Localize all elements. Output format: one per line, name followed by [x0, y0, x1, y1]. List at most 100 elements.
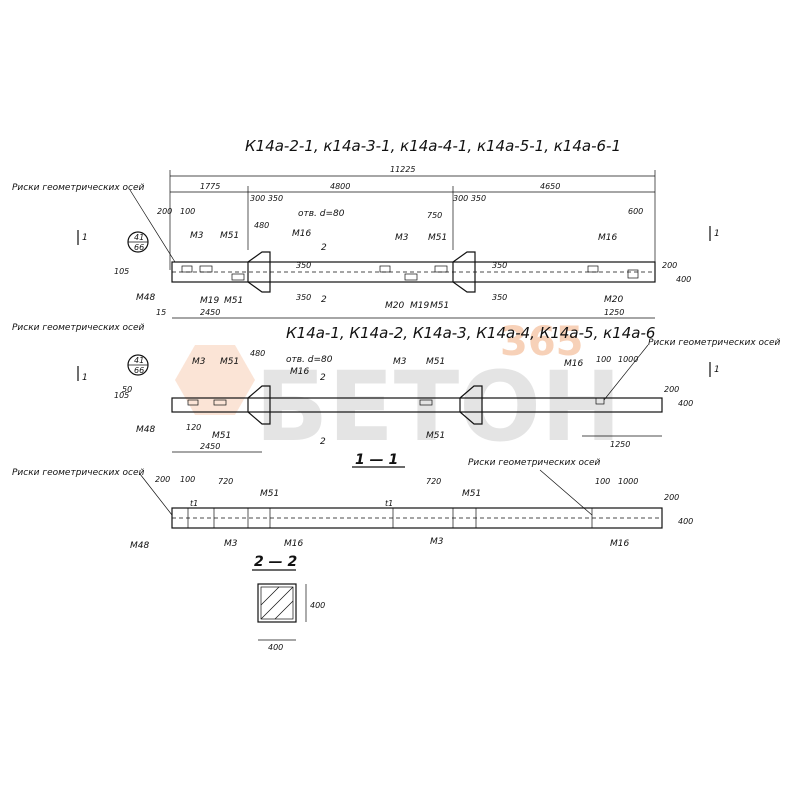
dim-50-mid: 50 [122, 385, 132, 394]
m3-sec-a: М3 [224, 539, 238, 549]
dim-200-mid-r: 200 [664, 385, 679, 394]
cut-2-top-a: 2 [321, 243, 327, 253]
cut-2-top-b: 2 [321, 295, 327, 305]
m51-mid-a: М51 [220, 357, 239, 367]
m51-mid-c: М51 [212, 431, 231, 441]
middle-title: К14а-1, К14а-2, К14а-3, К14а-4, К14а-5, … [286, 324, 655, 342]
dim-400-top-r: 400 [676, 275, 691, 284]
m51-top-c: М51 [224, 296, 243, 306]
m48-top: М48 [136, 293, 155, 303]
m19-top-a: М19 [200, 296, 219, 306]
watermark: БЕТОН 365 [175, 319, 621, 463]
dim-400-sec2-side: 400 [310, 601, 325, 610]
m3-top-a: М3 [190, 231, 204, 241]
m3-mid-a: М3 [192, 357, 206, 367]
m48-sec: М48 [130, 541, 149, 551]
dim-1250-mid: 1250 [610, 440, 630, 449]
dim-2450-mid: 2450 [200, 442, 220, 451]
dim-400-sec-r2: 400 [678, 517, 693, 526]
m20-top-b: М20 [604, 295, 623, 305]
m51-sec-b: М51 [462, 489, 481, 499]
cut-1-left-mid: 1 [82, 373, 88, 383]
dim-400-sec2-bottom: 400 [268, 643, 283, 652]
dim-100-sec: 100 [180, 475, 195, 484]
hole-label-top: отв. d=80 [298, 209, 345, 219]
section-2-2-title: 2 — 2 [254, 554, 297, 570]
dim-4800: 4800 [330, 182, 350, 191]
cut-1-right-mid: 1 [714, 365, 720, 375]
dim-350-top-b: 350 [296, 293, 311, 302]
dim-720-sec-a: 720 [218, 477, 233, 486]
axis-marks-label-top: Риски геометрических осей [12, 183, 145, 193]
dim-720-sec-b: 720 [426, 477, 441, 486]
m3-top-b: М3 [395, 233, 409, 243]
section-2-2: 2 — 2 400 400 [252, 554, 325, 652]
dim-600-top: 600 [628, 207, 643, 216]
watermark-hexagon-icon [175, 345, 255, 415]
m48-mid: М48 [136, 425, 155, 435]
m19-top-b: М19 [410, 301, 429, 311]
hole-label-mid: отв. d=80 [286, 355, 333, 365]
dim-100-sec-r: 100 [595, 477, 610, 486]
dim-750-top: 750 [427, 211, 442, 220]
m51-mid-d: М51 [426, 431, 445, 441]
ref-num-top: 41 [134, 233, 144, 242]
m16-top-a: М16 [292, 229, 311, 239]
dim-1000-mid: 1000 [618, 355, 638, 364]
axis-marks-label-sec-right: Риски геометрических осей [468, 458, 601, 468]
top-title: К14а-2-1, к14а-3-1, к14а-4-1, к14а-5-1, … [245, 137, 621, 155]
m16-top-b: М16 [598, 233, 617, 243]
m51-top-b: М51 [428, 233, 447, 243]
watermark-number: 365 [500, 319, 584, 365]
m16-sec-b: М16 [610, 539, 629, 549]
dim-4650: 4650 [540, 182, 560, 191]
section-1-1: Риски геометрических осей Риски геометри… [12, 458, 693, 551]
cut-2-mid-a: 2 [320, 373, 326, 383]
dim-2450-top: 2450 [200, 308, 220, 317]
axis-marks-label-sec-left: Риски геометрических осей [12, 468, 145, 478]
cut-1-right-top: 1 [714, 229, 720, 239]
dim-1775: 1775 [200, 182, 220, 191]
m3-mid-b: М3 [393, 357, 407, 367]
m16-sec-a: М16 [284, 539, 303, 549]
m51-top-a: М51 [220, 231, 239, 241]
dim-480-mid: 480 [250, 349, 265, 358]
cut-1-left-top: 1 [82, 233, 88, 243]
dim-200-top: 200 [157, 207, 172, 216]
axis-marks-label-mid-left: Риски геометрических осей [12, 323, 145, 333]
dim-1000-sec-r: 1000 [618, 477, 638, 486]
watermark-brand: БЕТОН [255, 351, 621, 463]
dim-200-sec: 200 [155, 475, 170, 484]
t1-sec-a: t1 [190, 499, 198, 508]
dim-200-top-r: 200 [662, 261, 677, 270]
dim-105-top: 105 [114, 267, 129, 276]
dim-100-top: 100 [180, 207, 195, 216]
middle-elevation: К14а-1, К14а-2, К14а-3, К14а-4, К14а-5, … [12, 323, 781, 468]
t1-sec-b: t1 [385, 499, 393, 508]
m20-top-a: М20 [385, 301, 404, 311]
m51-top-d: М51 [430, 301, 449, 311]
top-elevation: К14а-2-1, к14а-3-1, к14а-4-1, к14а-5-1, … [12, 137, 720, 319]
dim-120-mid: 120 [186, 423, 201, 432]
dim-15-top: 15 [156, 308, 166, 317]
m51-sec-a: М51 [260, 489, 279, 499]
dim-1250-top: 1250 [604, 308, 624, 317]
m16-mid-a: М16 [290, 367, 309, 377]
dim-total: 11225 [390, 165, 415, 174]
dim-350-top-d: 350 [492, 293, 507, 302]
dim-200-sec-r2: 200 [664, 493, 679, 502]
dim-300-350-b: 300 350 [453, 194, 486, 203]
axis-marks-label-mid-right: Риски геометрических осей [648, 338, 781, 348]
ref-den-top: 66 [134, 243, 144, 252]
section-1-1-title: 1 — 1 [355, 452, 398, 468]
dim-100-mid: 100 [596, 355, 611, 364]
dim-105-mid: 105 [114, 391, 129, 400]
m16-mid-b: М16 [564, 359, 583, 369]
ref-den-mid: 66 [134, 366, 144, 375]
ref-num-mid: 41 [134, 356, 144, 365]
dim-350-top-c: 350 [492, 261, 507, 270]
cut-2-mid-b: 2 [320, 437, 326, 447]
dim-300-350-a: 300 350 [250, 194, 283, 203]
dim-480-top: 480 [254, 221, 269, 230]
